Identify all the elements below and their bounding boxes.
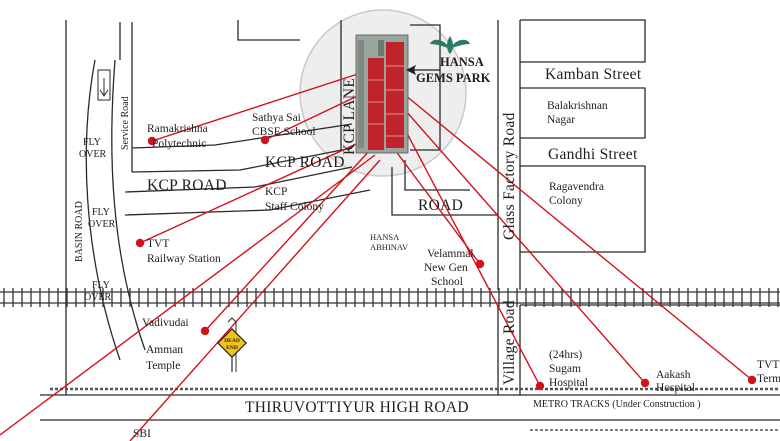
kcp-road-upper-label: KCP ROAD: [265, 154, 345, 171]
fly-over-2-b: OVER: [88, 219, 116, 230]
balakrishnan-line1: Balakrishnan: [547, 100, 608, 112]
vadivudai-line3: Temple: [146, 360, 180, 372]
dead-end-line1: DEAD: [224, 338, 240, 344]
metro-tracks: [50, 387, 780, 431]
project-name-line1: HANSA: [440, 55, 484, 69]
sathya-sai-marker: [260, 135, 270, 145]
ramakrishna-marker: [147, 136, 157, 146]
aakash-line1: Aakash: [656, 369, 691, 381]
ragavendra-line1: Ragavendra: [549, 181, 604, 193]
sugam-line2: Sugam: [549, 363, 581, 375]
leaf-logo-icon: [430, 36, 470, 54]
sugam-line3: Hospital: [549, 377, 588, 389]
hansa-abhinav-line1: HANSA: [370, 232, 400, 242]
tvt-terminal-marker: [747, 375, 757, 385]
tvt-terminal-line2: Term: [757, 373, 780, 385]
tvt-terminal-line1: TVT: [757, 359, 779, 371]
fly-over-3-b: OVER: [84, 292, 112, 303]
velammal-line1: Velammal: [427, 248, 474, 260]
high-road-label: THIRUVOTTIYUR HIGH ROAD: [245, 399, 469, 416]
glass-factory-road-label: Glass Factory Road: [501, 112, 518, 240]
basin-road-label: BASIN ROAD: [74, 201, 85, 262]
sugam-line1: (24hrs): [549, 349, 582, 361]
kcp-road-lower-label: KCP ROAD: [147, 177, 227, 194]
project-name-line2: GEMS PARK: [416, 71, 491, 85]
fly-over-1-b: OVER: [79, 149, 107, 160]
ramakrishna-line1: Ramakrishna: [147, 123, 208, 135]
tvt-railway-line2: Railway Station: [147, 253, 221, 265]
metro-tracks-label: METRO TRACKS (Under Construction ): [533, 399, 701, 410]
ramakrishna-line2: Polytechnic: [152, 138, 206, 150]
hansa-abhinav-line2: ABHINAV: [370, 242, 409, 252]
dead-end-line2: END: [226, 345, 238, 351]
fly-over-1-a: FLY: [83, 137, 101, 148]
kamban-street-label: Kamban Street: [545, 66, 642, 83]
tvt-railway-line1: TVT: [147, 238, 169, 250]
velammal-marker: [475, 259, 485, 269]
ragavendra-line2: Colony: [549, 195, 583, 207]
sugam-marker: [535, 381, 545, 391]
road-network: [40, 19, 780, 421]
dead-end-sign-icon: DEAD END: [217, 317, 247, 372]
vadivudai-line1: Vadivudai: [142, 317, 189, 329]
road-label: ROAD: [418, 197, 463, 214]
kcp-lane-label: KCP LANE: [341, 78, 358, 155]
sbi-label: SBI: [133, 428, 151, 440]
velammal-line2: New Gen: [424, 262, 468, 274]
railway-track: [0, 288, 780, 307]
kcp-staff-line1: KCP: [265, 186, 287, 198]
direction-rays: [0, 69, 753, 441]
vadivudai-line2: Amman: [146, 344, 183, 356]
tvt-railway-marker: [135, 238, 145, 248]
project-site: [355, 34, 409, 154]
aakash-marker: [640, 378, 650, 388]
kcp-staff-line2: Staff Colony: [265, 201, 324, 213]
landmark-markers: [135, 135, 757, 391]
sathya-sai-line1: Sathya Sai: [252, 112, 301, 124]
service-road-label: Service Road: [120, 96, 131, 150]
aakash-line2: Hospital: [656, 382, 695, 394]
fly-over-3-a: FLY: [92, 280, 110, 291]
velammal-line3: School: [431, 276, 463, 288]
gandhi-street-label: Gandhi Street: [548, 146, 638, 163]
vadivudai-marker: [200, 326, 210, 336]
village-road-label: Village Road: [501, 300, 518, 385]
fly-over-2-a: FLY: [92, 207, 110, 218]
balakrishnan-line2: Nagar: [547, 114, 575, 126]
project-arrow-icon: [406, 65, 440, 75]
sathya-sai-line2: CBSE School: [252, 126, 316, 138]
